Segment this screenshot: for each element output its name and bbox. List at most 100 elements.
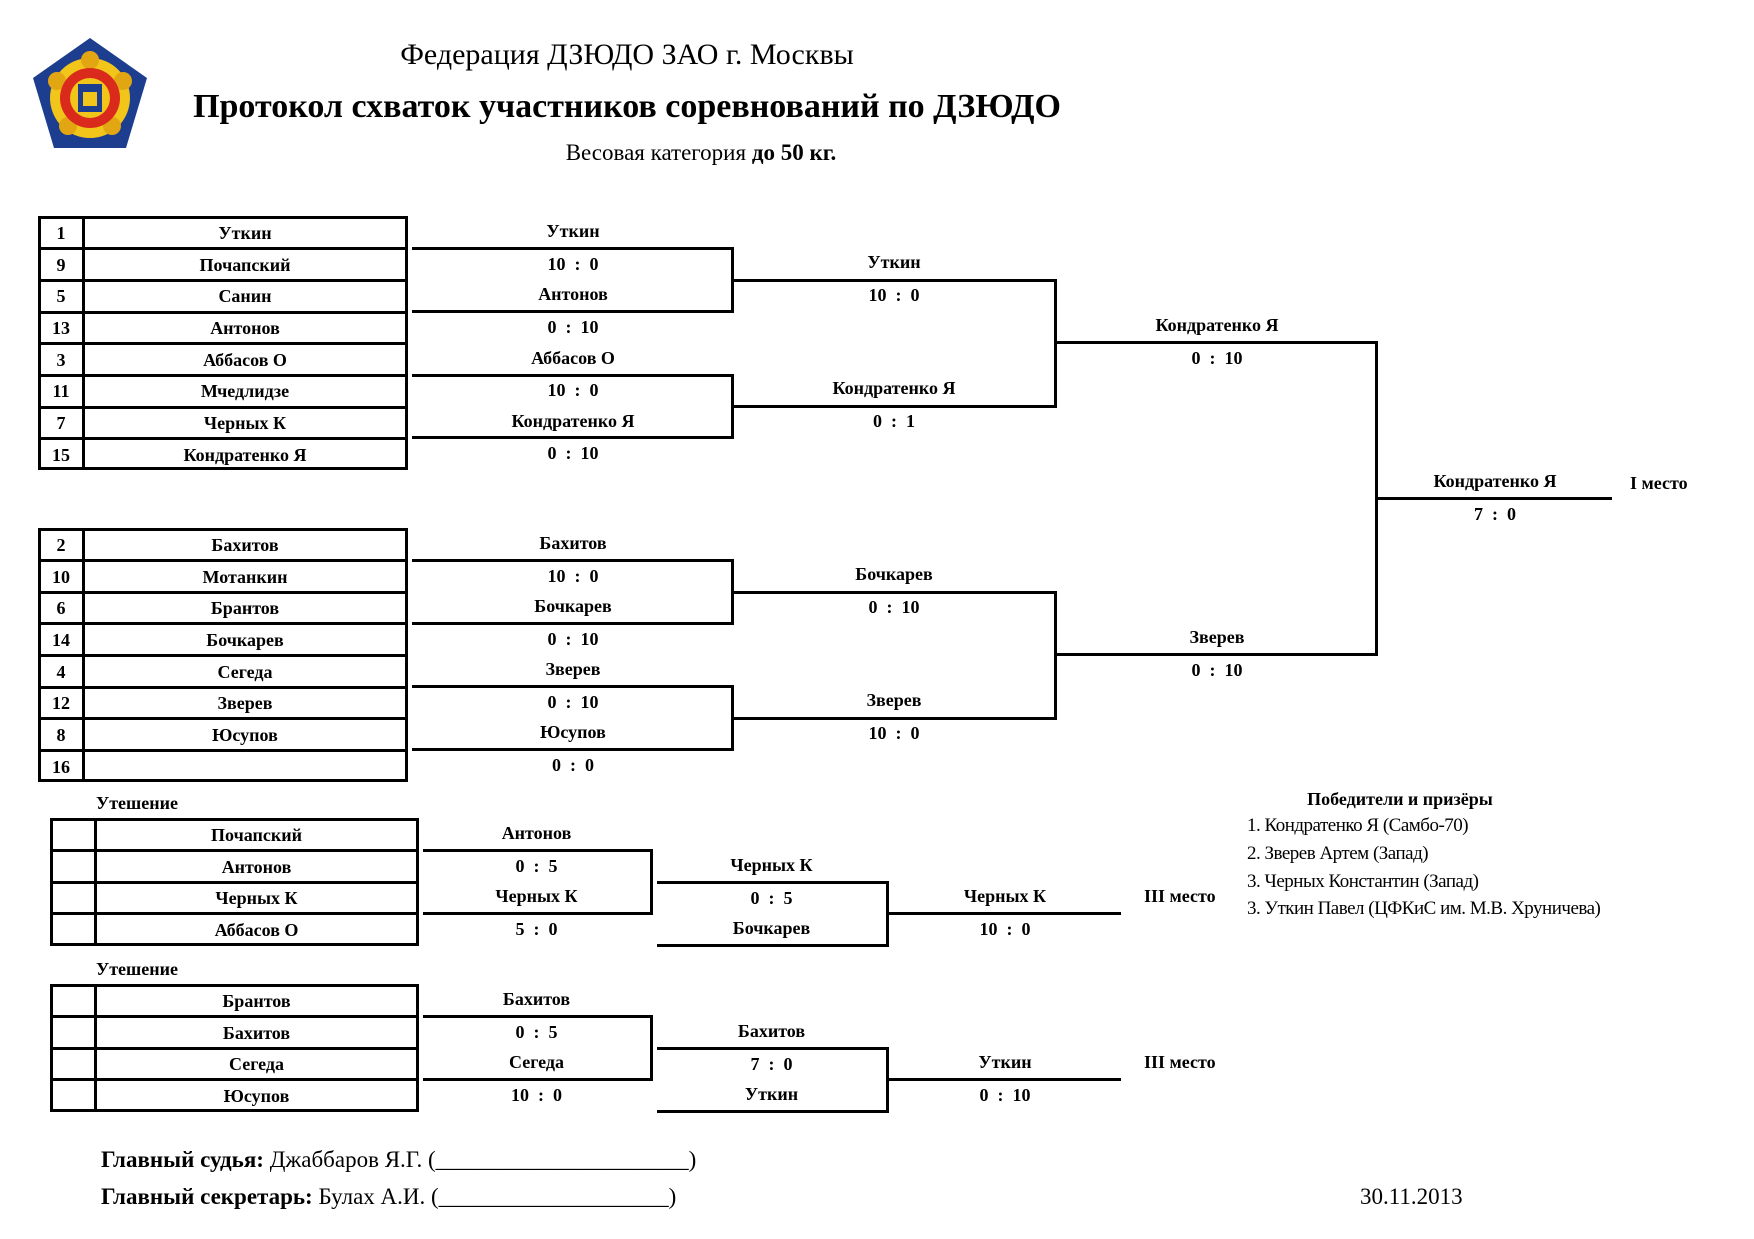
chief-secretary: Главный секретарь: Булах А.И. (_________…: [101, 1184, 676, 1210]
bout-winner: Кондратенко Я: [511, 411, 635, 431]
bout-score: 0 : 10: [1191, 348, 1243, 368]
weight-label: Весовая категория: [565, 140, 752, 165]
bout-winner: Уткин: [546, 221, 600, 241]
bout-score: 0 : 10: [979, 1085, 1031, 1105]
bout-loser: Уткин: [744, 1084, 799, 1104]
federation-emblem: [30, 36, 150, 152]
participant-name: Бочкарев: [206, 630, 284, 650]
participant-name: Кондратенко Я: [183, 445, 307, 465]
seed-number: 4: [56, 662, 66, 682]
bout-score: 0 : 10: [1191, 660, 1243, 680]
bout-winner: Антонов: [501, 823, 572, 843]
bout-winner: Сегеда: [508, 1052, 564, 1072]
participant-name: Почапский: [211, 825, 302, 845]
seed-number: 12: [52, 693, 70, 713]
bout-score: 10 : 0: [547, 254, 599, 274]
third-place-label: III место: [1144, 886, 1216, 906]
seed-number: 11: [52, 381, 70, 401]
seed-number: 5: [56, 286, 66, 306]
chief-judge-value: Джаббаров Я.Г. (______________________): [263, 1147, 697, 1172]
bout-score: 0 : 10: [547, 629, 599, 649]
consolation-label: Утешение: [96, 959, 178, 979]
participant-name: Черных К: [203, 413, 287, 433]
chief-secretary-label: Главный секретарь:: [101, 1184, 313, 1209]
participant-name: Почапский: [199, 255, 291, 275]
bout-winner: Бахитов: [502, 989, 571, 1009]
bout-score: 10 : 0: [979, 919, 1031, 939]
bout-score: 0 : 10: [547, 443, 599, 463]
participant-name: Бахитов: [222, 1023, 291, 1043]
chief-judge-label: Главный судья:: [101, 1147, 264, 1172]
consolation-label: Утешение: [96, 793, 178, 813]
winner-entry: 3. Уткин Павел (ЦФКиС им. М.В. Хруничева…: [1247, 898, 1601, 919]
seed-number: 1: [56, 223, 66, 243]
bout-score: 0 : 5: [515, 1022, 558, 1042]
bout-score: 5 : 0: [515, 919, 558, 939]
bout-loser: Бочкарев: [732, 918, 811, 938]
participant-name: Аббасов О: [203, 350, 287, 370]
bout-winner: Аббасов О: [531, 348, 615, 368]
bout-winner: Уткин: [867, 252, 921, 272]
participant-name: Сегеда: [217, 662, 273, 682]
bout-winner: Зверев: [545, 659, 601, 679]
participant-name: Брантов: [222, 991, 291, 1011]
first-place-label: I место: [1630, 473, 1688, 493]
participant-name: Черных К: [215, 888, 298, 908]
bout-score: 10 : 0: [511, 1085, 562, 1105]
bout-score: 10 : 0: [547, 380, 599, 400]
participant-name: Мчедлидзе: [200, 381, 290, 401]
participant-name: Юсупов: [212, 725, 278, 745]
chief-judge: Главный судья: Джаббаров Я.Г. (_________…: [101, 1147, 696, 1173]
seed-number: 15: [52, 445, 70, 465]
bout-winner: Уткин: [978, 1052, 1032, 1072]
third-place-label: III место: [1144, 1052, 1216, 1072]
bout-winner: Зверев: [1189, 627, 1245, 647]
final-winner: Кондратенко Я: [1433, 471, 1557, 491]
bout-score: 10 : 0: [868, 723, 920, 743]
participant-name: Бахитов: [211, 535, 279, 555]
winners-title: Победители и призёры: [1307, 789, 1493, 809]
bout-score: 0 : 10: [868, 597, 920, 617]
protocol-date: 30.11.2013: [1360, 1184, 1463, 1209]
seed-number: 14: [52, 630, 70, 650]
bout-score: 0 : 1: [873, 411, 915, 431]
bout-winner: Бочкарев: [855, 564, 933, 584]
seed-number: 7: [56, 413, 66, 433]
seed-number: 13: [52, 318, 70, 338]
bout-score: 0 : 5: [515, 856, 558, 876]
seed-number: 6: [56, 598, 66, 618]
bout-winner: Черных К: [730, 855, 813, 875]
seed-number: 16: [52, 757, 70, 777]
bout-score: 10 : 0: [547, 566, 599, 586]
final-score: 7 : 0: [1474, 504, 1516, 524]
bout-winner: Юсупов: [540, 722, 606, 742]
bout-score: 0 : 10: [547, 317, 599, 337]
bout-score: 0 : 10: [547, 692, 599, 712]
participant-name: Сегеда: [228, 1054, 284, 1074]
seed-number: 10: [52, 567, 70, 587]
seed-number: 2: [56, 535, 66, 555]
participant-name: Брантов: [210, 598, 280, 618]
seed-number: 9: [56, 255, 66, 275]
winner-entry: 1. Кондратенко Я (Самбо-70): [1247, 815, 1469, 836]
bout-winner: Черных К: [963, 886, 1047, 906]
participant-name: Зверев: [217, 693, 273, 713]
bout-score: 0 : 0: [552, 755, 594, 775]
bout-winner: Антонов: [538, 284, 608, 304]
bout-score: 7 : 0: [750, 1054, 793, 1074]
federation-name: Федерация ДЗЮДО ЗАО г. Москвы: [400, 38, 854, 71]
participant-name: Антонов: [221, 857, 292, 877]
bout-winner: Кондратенко Я: [832, 378, 956, 398]
participant-name: Санин: [218, 286, 272, 306]
bout-winner: Кондратенко Я: [1155, 315, 1279, 335]
participant-name: Антонов: [210, 318, 280, 338]
bout-winner: Бочкарев: [534, 596, 612, 616]
chief-secretary-value: Булах А.И. (____________________): [312, 1184, 677, 1209]
seed-number: 3: [56, 350, 66, 370]
bout-winner: Бахитов: [539, 533, 607, 553]
participant-name: Уткин: [218, 223, 272, 243]
participant-name: Юсупов: [223, 1086, 290, 1106]
bout-winner: Зверев: [866, 690, 922, 710]
weight-category: Весовая категория до 50 кг.: [0, 140, 1402, 166]
weight-value: до 50 кг.: [751, 140, 837, 165]
